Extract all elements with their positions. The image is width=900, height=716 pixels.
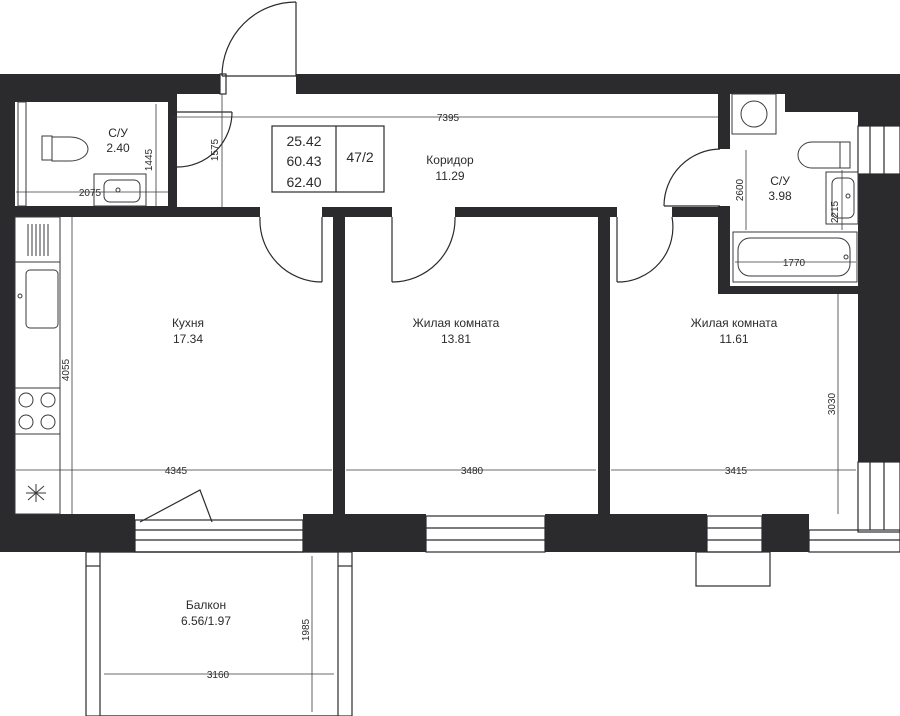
- room-area-corridor: 11.29: [435, 169, 464, 183]
- info-ratio: 47/2: [346, 149, 373, 165]
- room-name-kitchen: Кухня: [172, 316, 204, 330]
- dim-corridor-height: 1575: [210, 138, 221, 161]
- dim-kitchen-width: 4345: [165, 466, 188, 477]
- dim-bathroom-large-width: 1770: [783, 258, 806, 269]
- room-name-corridor: Коридор: [426, 153, 474, 167]
- doors: [176, 1, 721, 283]
- room-area-kitchen: 17.34: [173, 332, 203, 346]
- dim-balcony-height: 1985: [301, 618, 312, 641]
- room-name-bathroom-large: С/У: [770, 174, 790, 188]
- room-labels: С/У 2.40 Коридор 11.29 С/У 3.98 Кухня 17…: [106, 126, 792, 628]
- walls: [0, 74, 900, 552]
- dim-living-room-2-height: 3030: [827, 392, 838, 415]
- dimension-labels: 7395 2075 1445 1575 2600 1770 2215 4055 …: [61, 113, 841, 681]
- dim-living-room-1-width: 3480: [461, 466, 484, 477]
- room-area-bathroom-large: 3.98: [768, 189, 792, 203]
- dim-bathroom-large-inner: 2215: [830, 200, 841, 223]
- fixtures: [14, 93, 859, 515]
- room-name-bathroom-small: С/У: [108, 126, 128, 140]
- dim-living-room-2-width: 3415: [725, 466, 748, 477]
- room-name-balcony: Балкон: [186, 598, 226, 612]
- dim-kitchen-height: 4055: [61, 358, 72, 381]
- info-area-2: 60.43: [286, 153, 321, 169]
- info-area-3: 62.40: [286, 174, 321, 190]
- room-area-balcony: 6.56/1.97: [181, 614, 231, 628]
- room-name-living-room-1: Жилая комната: [413, 316, 500, 330]
- dimension-lines: [16, 94, 856, 712]
- info-box: 25.42 60.43 62.40 47/2: [271, 125, 385, 193]
- balcony-outline: [85, 551, 353, 716]
- stove-grill: [27, 224, 49, 256]
- room-name-living-room-2: Жилая комната: [691, 316, 778, 330]
- room-area-living-room-2: 11.61: [719, 332, 748, 346]
- room-area-living-room-1: 13.81: [441, 332, 471, 346]
- dim-bathroom-large-height: 2600: [735, 178, 746, 201]
- dim-bathroom-small-width: 2075: [79, 188, 102, 199]
- gas-symbol-icon: [26, 484, 46, 502]
- dim-corridor-length: 7395: [437, 113, 460, 124]
- dim-balcony-width: 3160: [207, 670, 230, 681]
- dim-bathroom-small-height: 1445: [144, 148, 155, 171]
- windows: [134, 125, 900, 587]
- info-area-1: 25.42: [286, 133, 321, 149]
- room-area-bathroom-small: 2.40: [106, 141, 130, 155]
